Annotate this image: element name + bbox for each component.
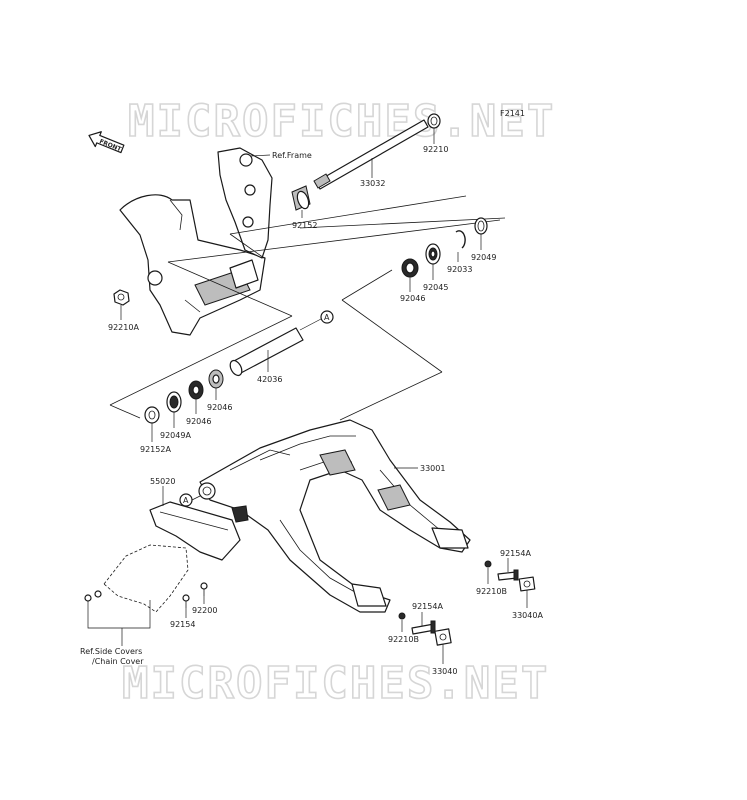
bearing-92046-mid bbox=[208, 369, 224, 389]
watermark-bottom: MICROFICHES.NET bbox=[122, 658, 549, 709]
label-92154: 92154 bbox=[170, 620, 195, 629]
seal-92049 bbox=[474, 217, 488, 235]
bolt-92154A-bottom bbox=[411, 620, 436, 635]
label-92200: 92200 bbox=[192, 606, 217, 615]
label-92210A: 92210A bbox=[108, 323, 139, 332]
label-92049: 92049 bbox=[471, 253, 496, 262]
bolt-92200 bbox=[200, 582, 208, 596]
label-92033: 92033 bbox=[447, 265, 472, 274]
label-55020: 55020 bbox=[150, 477, 175, 486]
swingarm-33001 bbox=[198, 419, 471, 613]
label-92152A: 92152A bbox=[140, 445, 171, 454]
label-92045: 92045 bbox=[423, 283, 448, 292]
block-33040 bbox=[434, 628, 452, 646]
guard-55020 bbox=[149, 501, 249, 561]
block-33040A bbox=[518, 576, 536, 592]
label-33032: 33032 bbox=[360, 179, 385, 188]
collar-92152A bbox=[144, 406, 160, 424]
label-33040A: 33040A bbox=[512, 611, 543, 620]
label-92049A: 92049A bbox=[160, 431, 191, 440]
ref-chain-cover-label: /Chain Cover bbox=[92, 657, 144, 666]
ref-frame-label: Ref.Frame bbox=[272, 151, 312, 160]
seal-92049A bbox=[166, 391, 182, 413]
nut-92210A bbox=[113, 289, 130, 306]
label-92210: 92210 bbox=[423, 145, 448, 154]
ref-side-covers-label: Ref.Side Covers bbox=[80, 647, 142, 656]
svg-text:A: A bbox=[183, 496, 189, 505]
bolt-92154 bbox=[182, 594, 190, 608]
sleeve-42036 bbox=[229, 327, 304, 377]
label-92154A-right: 92154A bbox=[500, 549, 531, 558]
circlip-92033 bbox=[455, 230, 466, 249]
label-92046-top: 92046 bbox=[400, 294, 425, 303]
bearing-92046-left bbox=[188, 380, 204, 400]
chain-cover-ref bbox=[103, 544, 189, 613]
callout-a-top: A bbox=[320, 310, 334, 324]
shaft-33032 bbox=[313, 119, 429, 190]
nut-92210B-bottom bbox=[398, 612, 406, 620]
label-92210B-bottom: 92210B bbox=[388, 635, 419, 644]
diagram-code: F2141 bbox=[500, 109, 525, 118]
nut-92210B-right bbox=[484, 560, 492, 568]
watermark-top: MICROFICHES.NET bbox=[128, 96, 555, 147]
collar-92152 bbox=[291, 185, 311, 211]
label-92046-left: 92046 bbox=[186, 417, 211, 426]
frame-outline bbox=[119, 147, 273, 336]
bearing-92046-top bbox=[401, 258, 419, 278]
label-92152: 92152 bbox=[292, 221, 317, 230]
bolt-92154A-right bbox=[497, 569, 519, 581]
label-33040: 33040 bbox=[432, 667, 457, 676]
bearing-92045 bbox=[425, 243, 441, 265]
label-92210B-right: 92210B bbox=[476, 587, 507, 596]
callout-a-bottom: A bbox=[179, 493, 193, 507]
label-92046-mid: 92046 bbox=[207, 403, 232, 412]
label-33001: 33001 bbox=[420, 464, 445, 473]
ref-bolt-left bbox=[84, 590, 102, 602]
label-42036: 42036 bbox=[257, 375, 282, 384]
svg-text:A: A bbox=[324, 313, 330, 322]
front-arrow-icon: FRONT bbox=[88, 131, 125, 153]
nut-92210 bbox=[427, 113, 441, 129]
label-92154A-bottom: 92154A bbox=[412, 602, 443, 611]
